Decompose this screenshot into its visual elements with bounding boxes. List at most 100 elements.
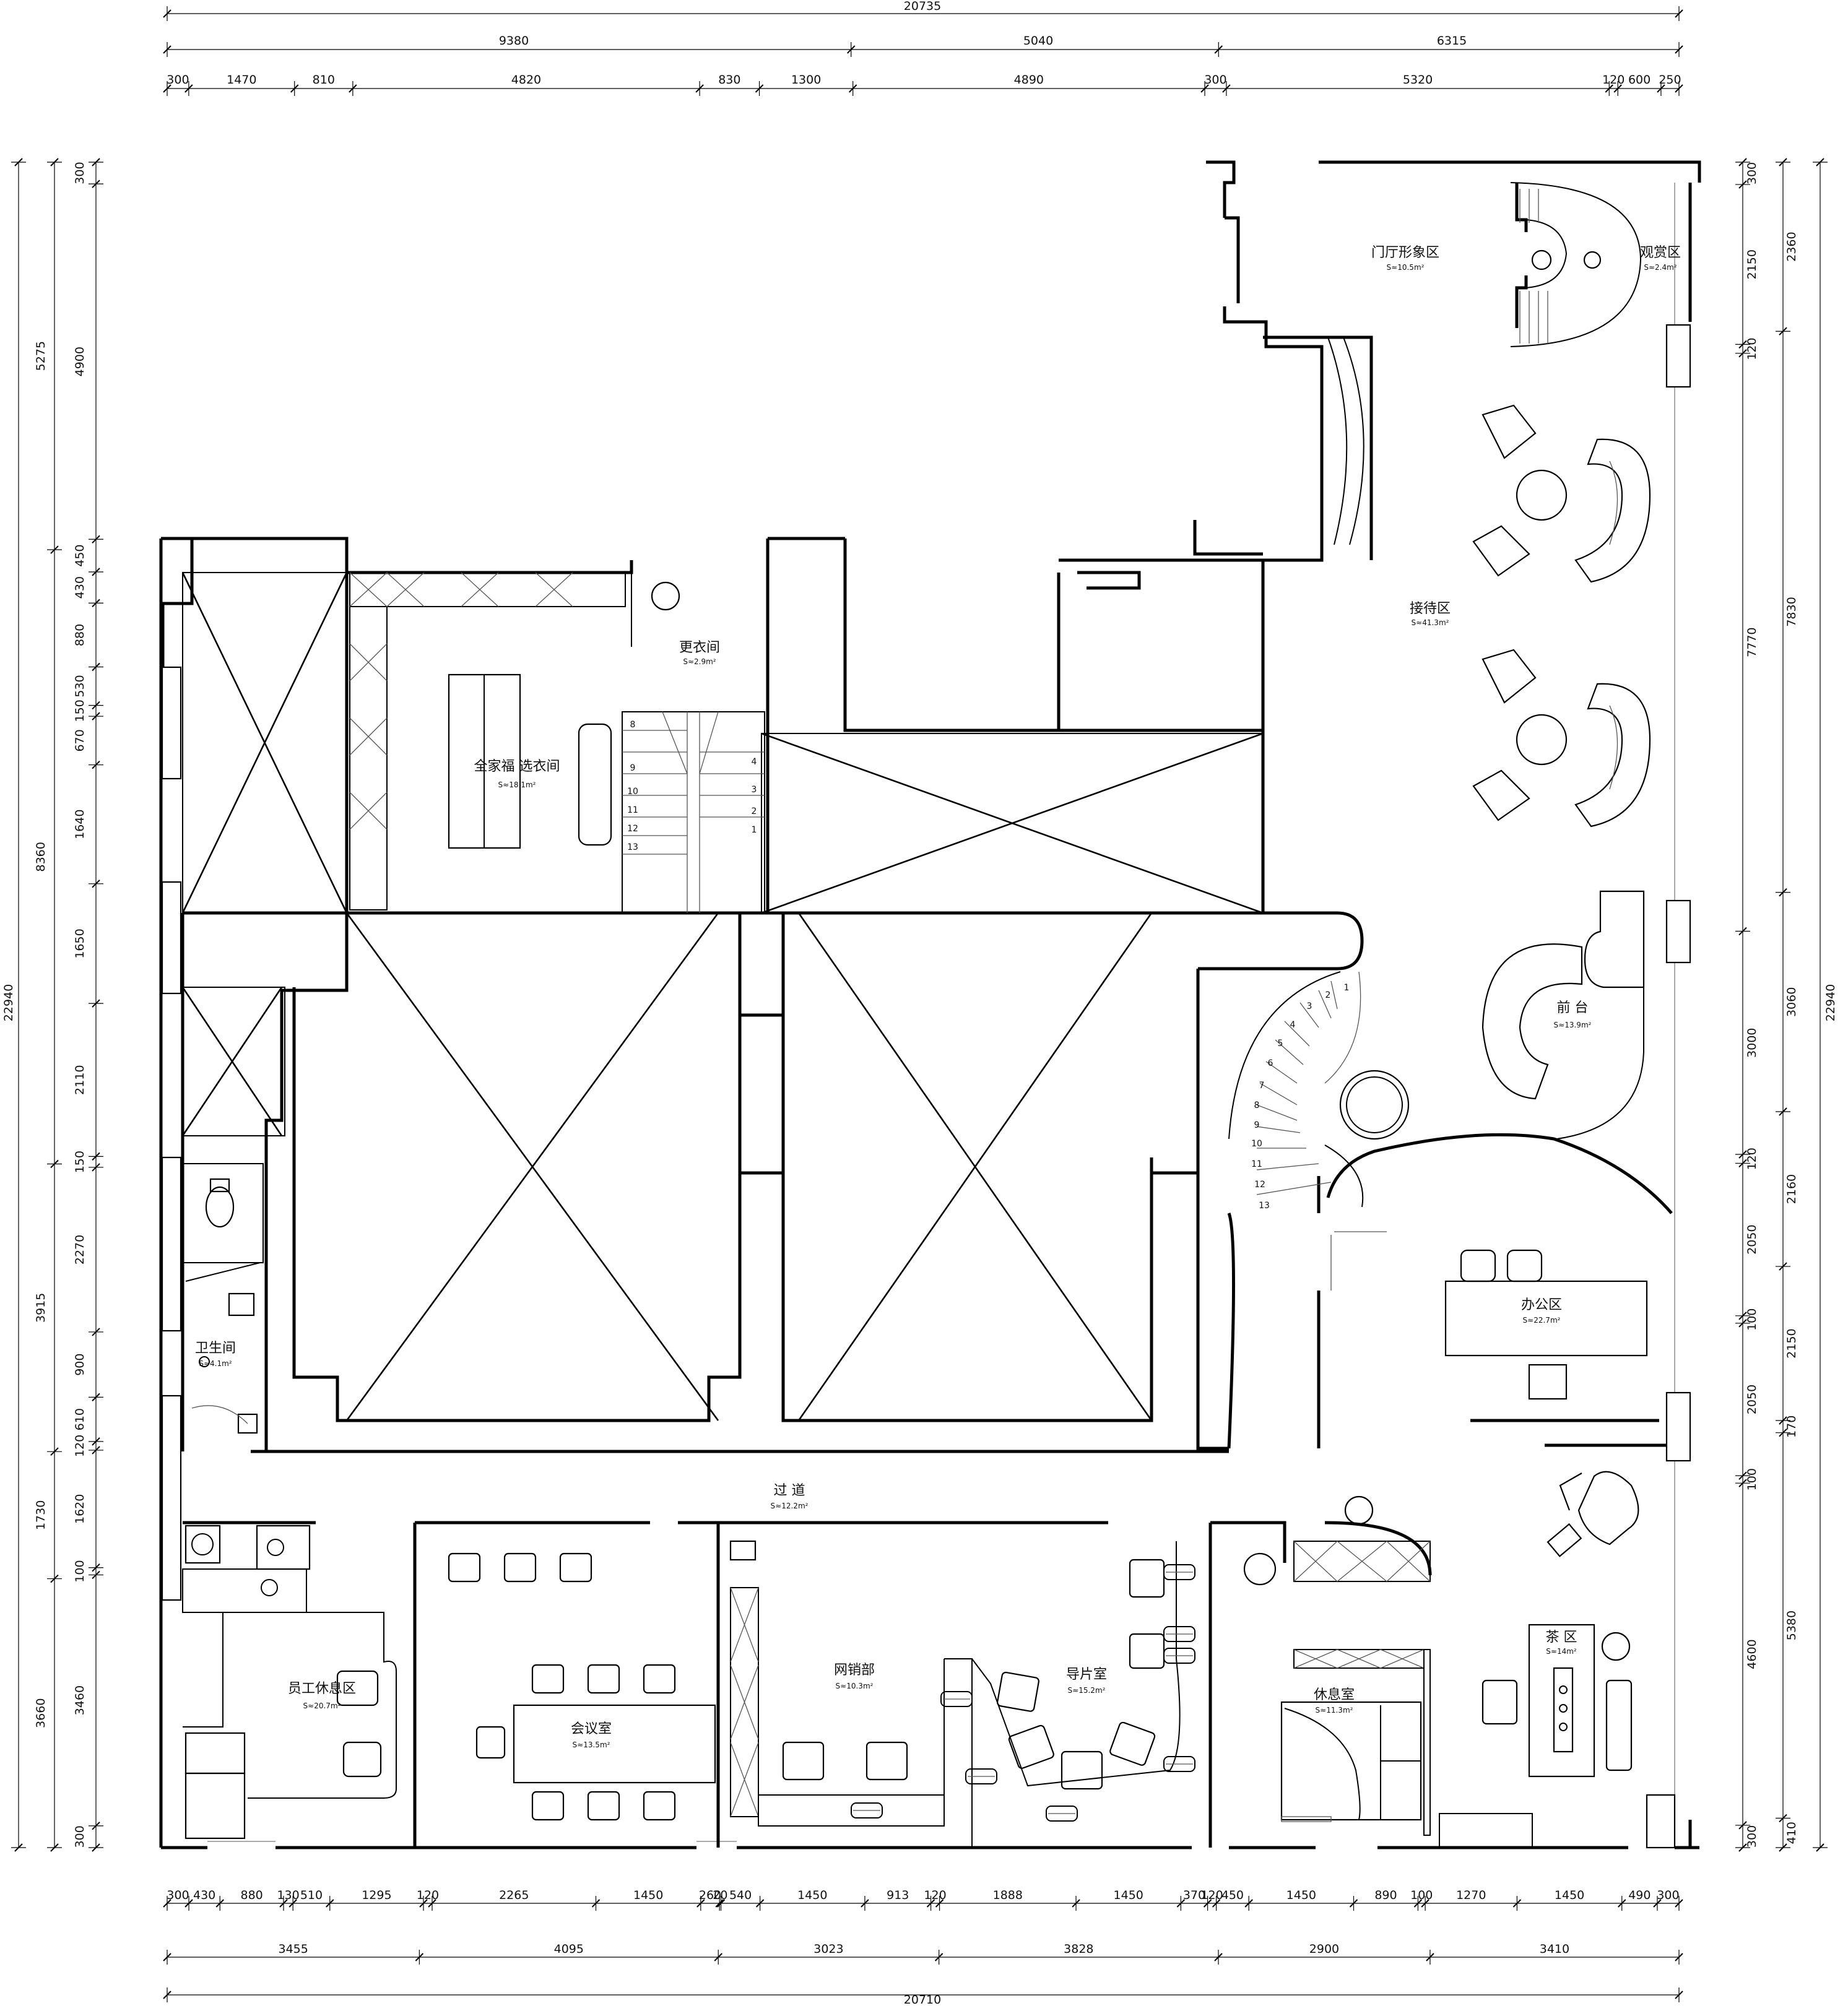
dim-left-seg-11: 2110 [73,1065,87,1095]
dim-right-group-6: 170 [1785,1416,1798,1438]
dim-bottom-seg-9: 1450 [633,1888,663,1902]
meeting-chair [587,1664,620,1694]
stair-left-step-9: 9 [630,763,636,773]
meeting-chair [531,1664,565,1694]
dim-right-group-7: 5380 [1785,1611,1798,1640]
room-office-area: S≈22.7m² [1523,1316,1561,1325]
sales-furniture [729,1540,1195,1848]
dim-top-group-1: 9380 [499,34,529,48]
dim-left-seg-18: 100 [73,1560,87,1582]
room-toilet-area: S≈4.1m² [199,1359,232,1368]
void-marks [181,572,1264,1421]
room-front-desk-name: 前 台 [1557,1000,1589,1016]
dim-left-seg-3: 450 [73,545,87,567]
room-rest-area: S≈11.3m² [1316,1706,1353,1715]
dim-bottom-seg-18: 370 [1183,1888,1205,1902]
dim-bottom-seg-19: 120 [1200,1888,1223,1902]
room-corridor-area: S≈12.2m² [771,1502,809,1510]
room-reception-area: S≈41.3m² [1412,618,1449,627]
dim-right-group-1: 2360 [1785,231,1798,261]
dim-bottom-seg-15: 120 [924,1888,946,1902]
dim-left-seg-19: 3460 [73,1685,87,1715]
dim-bottom-seg-25: 1450 [1555,1888,1584,1902]
stair-left-step-12: 12 [627,824,638,834]
meeting-chair [475,1726,506,1759]
dim-bottom-seg-7: 120 [417,1888,439,1902]
dim-top-seg-6: 1300 [791,73,821,87]
dim-top-seg-4: 4820 [511,73,541,87]
dim-bottom-group-2: 4095 [554,1942,584,1956]
dim-right-group-5: 2150 [1785,1328,1798,1358]
dim-bottom-seg-11: 20 [713,1888,727,1902]
dim-bottom-total: 20710 [904,1993,941,2007]
dim-bottom-seg-23: 100 [1410,1888,1433,1902]
room-tea-area: S≈14m² [1546,1647,1577,1656]
room-meeting-area: S≈13.5m² [573,1741,610,1749]
room-viewing-name: 观赏区 [1640,245,1681,261]
dim-right-seg-10: 100 [1745,1468,1759,1490]
dim-bottom-group-3: 3023 [813,1942,843,1956]
dim-bottom-seg-6: 1295 [362,1888,391,1902]
dim-bottom-seg-5: 510 [300,1888,323,1902]
dim-top-seg-1: 300 [167,73,189,87]
dim-top-seg-2: 1470 [227,73,256,87]
workstation-chair [1046,1806,1078,1822]
stair-step-11: 11 [1251,1159,1262,1169]
workstation-chair [1163,1756,1195,1772]
toilet-fixtures [182,1163,264,1434]
dim-left-seg-7: 150 [73,699,87,722]
room-corridor-name: 过 道 [774,1483,805,1499]
dim-left-seg-4: 430 [73,576,87,599]
workstation-chair [851,1802,883,1819]
workstation-chair [1163,1626,1195,1642]
dimension-right: 3002150120777030001202050100205010046003… [1735,158,1837,1852]
dim-bottom-seg-8: 2265 [499,1888,529,1902]
dim-top-seg-8: 300 [1204,73,1226,87]
room-labels: 门厅形象区 S≈10.5m² 观赏区 S≈2.4m² 接待区 S≈41.3m² … [195,245,1681,1749]
workstation-chair [940,1691,973,1707]
stair-step-1: 1 [1344,983,1350,993]
reception-furniture [1327,337,1651,1140]
room-staff-lounge-area: S≈20.7m² [303,1702,341,1710]
dim-right-seg-7: 2050 [1745,1224,1759,1254]
exterior-walls [159,160,1701,1849]
dim-top-seg-5: 830 [718,73,740,87]
dim-bottom-seg-17: 1450 [1114,1888,1143,1902]
room-wardrobe-area: S≈18.1m² [498,781,536,789]
dim-right-seg-2: 2150 [1745,249,1759,279]
room-front-desk-area: S≈13.9m² [1554,1021,1592,1029]
stair-left-step-13: 13 [627,842,638,852]
dim-left-seg-14: 900 [73,1354,87,1376]
dim-bottom-seg-14: 913 [887,1888,909,1902]
dim-left-seg-15: 610 [73,1408,87,1430]
dim-right-seg-8: 100 [1745,1308,1759,1331]
dim-bottom-seg-27: 300 [1657,1888,1679,1902]
meeting-chair [531,1791,565,1821]
dim-left-seg-5: 880 [73,624,87,646]
stair-step-12: 12 [1254,1180,1265,1190]
room-online-sales-area: S≈10.3m² [836,1682,874,1690]
meeting-furniture [448,1552,716,1821]
dim-left-seg-2: 4900 [73,347,87,376]
room-rest-name: 休息室 [1314,1687,1355,1703]
room-wardrobe-name: 全家福 选衣间 [474,759,560,774]
dim-bottom-seg-16: 1888 [993,1888,1023,1902]
stair-step-13: 13 [1259,1201,1270,1211]
dim-top-seg-11: 600 [1628,73,1651,87]
dim-bottom-seg-3: 880 [241,1888,263,1902]
dim-bottom-seg-12: 540 [729,1888,752,1902]
room-reception-name: 接待区 [1410,601,1451,616]
dim-right-group-3: 3060 [1785,987,1798,1017]
stair-step-7: 7 [1259,1081,1265,1091]
dim-top-seg-3: 810 [313,73,335,87]
dimension-left: 3004900450430880530150670164016502110150… [2,158,103,1852]
dim-left-seg-13: 2270 [73,1235,87,1265]
dim-top-total: 20735 [904,0,941,13]
meeting-chair [559,1552,592,1583]
meeting-chair [503,1552,537,1583]
meeting-chair [643,1791,676,1821]
stair-step-8: 8 [1254,1101,1260,1110]
